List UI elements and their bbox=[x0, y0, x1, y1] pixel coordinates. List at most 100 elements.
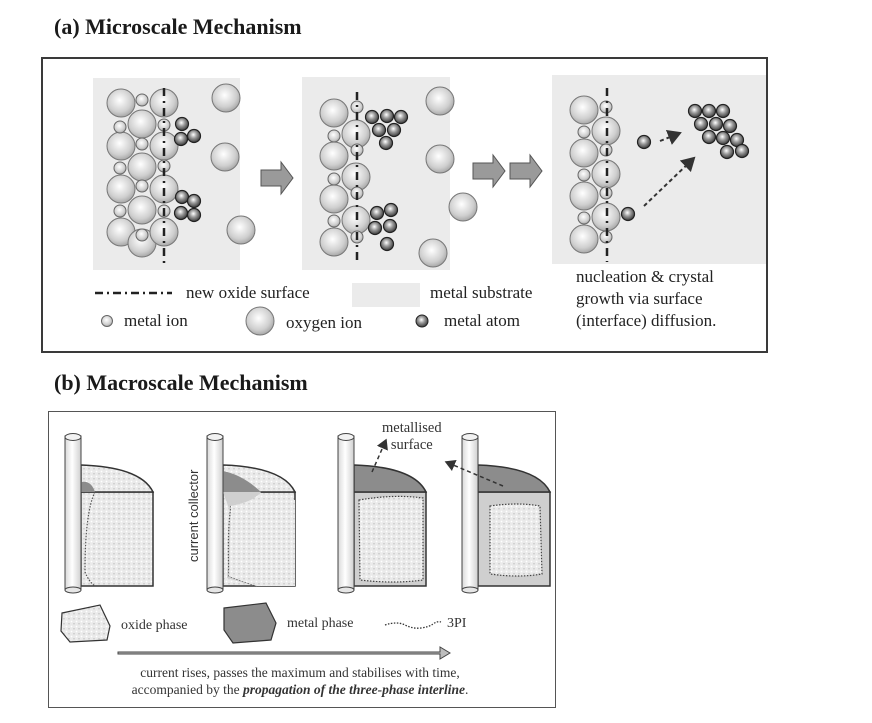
metal-ion bbox=[327, 172, 341, 186]
rod-top bbox=[461, 433, 479, 441]
metal-phase-label: metal phase bbox=[287, 616, 354, 631]
oxygen-ion bbox=[425, 144, 455, 174]
rod-top bbox=[64, 433, 82, 441]
rod-bottom bbox=[461, 586, 479, 594]
rod-bottom bbox=[64, 586, 82, 594]
metal-atom bbox=[364, 109, 380, 125]
oxygen-ion bbox=[569, 138, 599, 168]
oxide-phase-region bbox=[489, 503, 543, 577]
metal-atom bbox=[734, 143, 750, 159]
metal-ion bbox=[135, 228, 149, 242]
oxygen-ion bbox=[319, 98, 349, 128]
oxygen-ion bbox=[127, 109, 157, 139]
arrow-right-icon bbox=[260, 160, 294, 196]
time-progress-arrow bbox=[117, 646, 451, 660]
caption-line: nucleation & crystal bbox=[576, 267, 714, 286]
metal-phase-region bbox=[223, 471, 261, 492]
label-line: surface bbox=[390, 437, 433, 453]
legend-metal-substrate-label: metal substrate bbox=[430, 283, 533, 302]
metal-atom bbox=[369, 205, 385, 221]
metallised-pointer-arrow bbox=[371, 438, 388, 473]
oxygen-ion bbox=[319, 141, 349, 171]
oxygen-ion bbox=[591, 202, 621, 232]
metal-atom bbox=[386, 122, 402, 138]
oxide-phase-region bbox=[229, 499, 295, 586]
metal-atom bbox=[186, 207, 202, 223]
metal-ion bbox=[577, 125, 591, 139]
rod-top bbox=[206, 433, 224, 441]
diffusion-arrow bbox=[659, 130, 682, 145]
metal-atom bbox=[693, 116, 709, 132]
metal-atom bbox=[393, 109, 409, 125]
oxygen-ion bbox=[425, 86, 455, 116]
metal-atom bbox=[715, 103, 731, 119]
oxide-phase-swatch bbox=[60, 604, 111, 643]
metal-atom bbox=[620, 206, 636, 222]
metal-atom bbox=[383, 202, 399, 218]
panel-b-title: (b) Macroscale Mechanism bbox=[54, 370, 308, 395]
oxygen-ion bbox=[418, 238, 448, 268]
metal-ion bbox=[135, 179, 149, 193]
metal-atom bbox=[722, 118, 738, 134]
metal-ion bbox=[113, 161, 127, 175]
macroscale-panel bbox=[48, 411, 556, 708]
oxygen-ion bbox=[127, 152, 157, 182]
legend-metal-ion-icon bbox=[101, 315, 113, 327]
oxygen-ion bbox=[569, 181, 599, 211]
metallised-pointer-arrow bbox=[444, 459, 504, 487]
oxygen-ion bbox=[226, 215, 256, 245]
tpi-line-icon bbox=[384, 621, 442, 629]
note-end: . bbox=[464, 682, 469, 697]
metal-atom bbox=[173, 131, 189, 147]
label-line: metallised bbox=[382, 420, 442, 436]
oxygen-ion bbox=[448, 192, 478, 222]
metal-ion bbox=[577, 168, 591, 182]
caption-line: growth via surface bbox=[576, 289, 703, 308]
double-arrow-right-icon-2 bbox=[509, 153, 543, 189]
oxygen-ion bbox=[210, 142, 240, 172]
metal-atom bbox=[379, 236, 395, 252]
legend-oxygen-ion-label: oxygen ion bbox=[286, 313, 363, 332]
metal-atom bbox=[715, 130, 731, 146]
metal-atom bbox=[371, 122, 387, 138]
cell-top bbox=[80, 464, 155, 493]
note-plain: accompanied by the bbox=[131, 682, 243, 697]
metal-atom bbox=[174, 189, 190, 205]
metal-atom bbox=[378, 135, 394, 151]
oxide-phase-region bbox=[358, 495, 424, 583]
oxide-phase-label: oxide phase bbox=[121, 618, 188, 633]
metal-atom bbox=[382, 218, 398, 234]
note-line-2: accompanied by the propagation of the th… bbox=[90, 681, 510, 698]
cell-top bbox=[477, 464, 552, 493]
metal-ion bbox=[577, 211, 591, 225]
time-note: current rises, passes the maximum and st… bbox=[90, 664, 510, 698]
metal-atom bbox=[701, 103, 717, 119]
nucleation-caption: nucleation & crystal growth via surface … bbox=[576, 266, 716, 332]
legend-new-oxide-surface-label: new oxide surface bbox=[186, 283, 310, 302]
tpi-line bbox=[84, 491, 96, 587]
metal-ion bbox=[135, 93, 149, 107]
oxygen-ion bbox=[569, 224, 599, 254]
panel-a-title: (a) Microscale Mechanism bbox=[54, 14, 302, 39]
legend-oxygen-ion-icon bbox=[245, 306, 275, 336]
oxygen-ion bbox=[569, 95, 599, 125]
metal-phase-region bbox=[81, 481, 95, 492]
oxygen-ion bbox=[319, 227, 349, 257]
oxygen-ion bbox=[211, 83, 241, 113]
rod-bottom bbox=[337, 586, 355, 594]
legend-metal-atom-label: metal atom bbox=[444, 311, 521, 330]
metal-atom bbox=[708, 116, 724, 132]
metal-atom bbox=[701, 129, 717, 145]
metal-atom bbox=[379, 108, 395, 124]
oxygen-ion bbox=[319, 184, 349, 214]
metal-atom bbox=[173, 205, 189, 221]
double-arrow-right-icon bbox=[472, 153, 506, 189]
note-emphasis: propagation of the three-phase interline bbox=[242, 682, 465, 697]
cell-body bbox=[80, 491, 154, 587]
rod-bottom bbox=[206, 586, 224, 594]
diffusion-arrow bbox=[643, 156, 696, 207]
oxygen-ion bbox=[127, 195, 157, 225]
rod-top bbox=[337, 433, 355, 441]
metal-atom bbox=[186, 193, 202, 209]
